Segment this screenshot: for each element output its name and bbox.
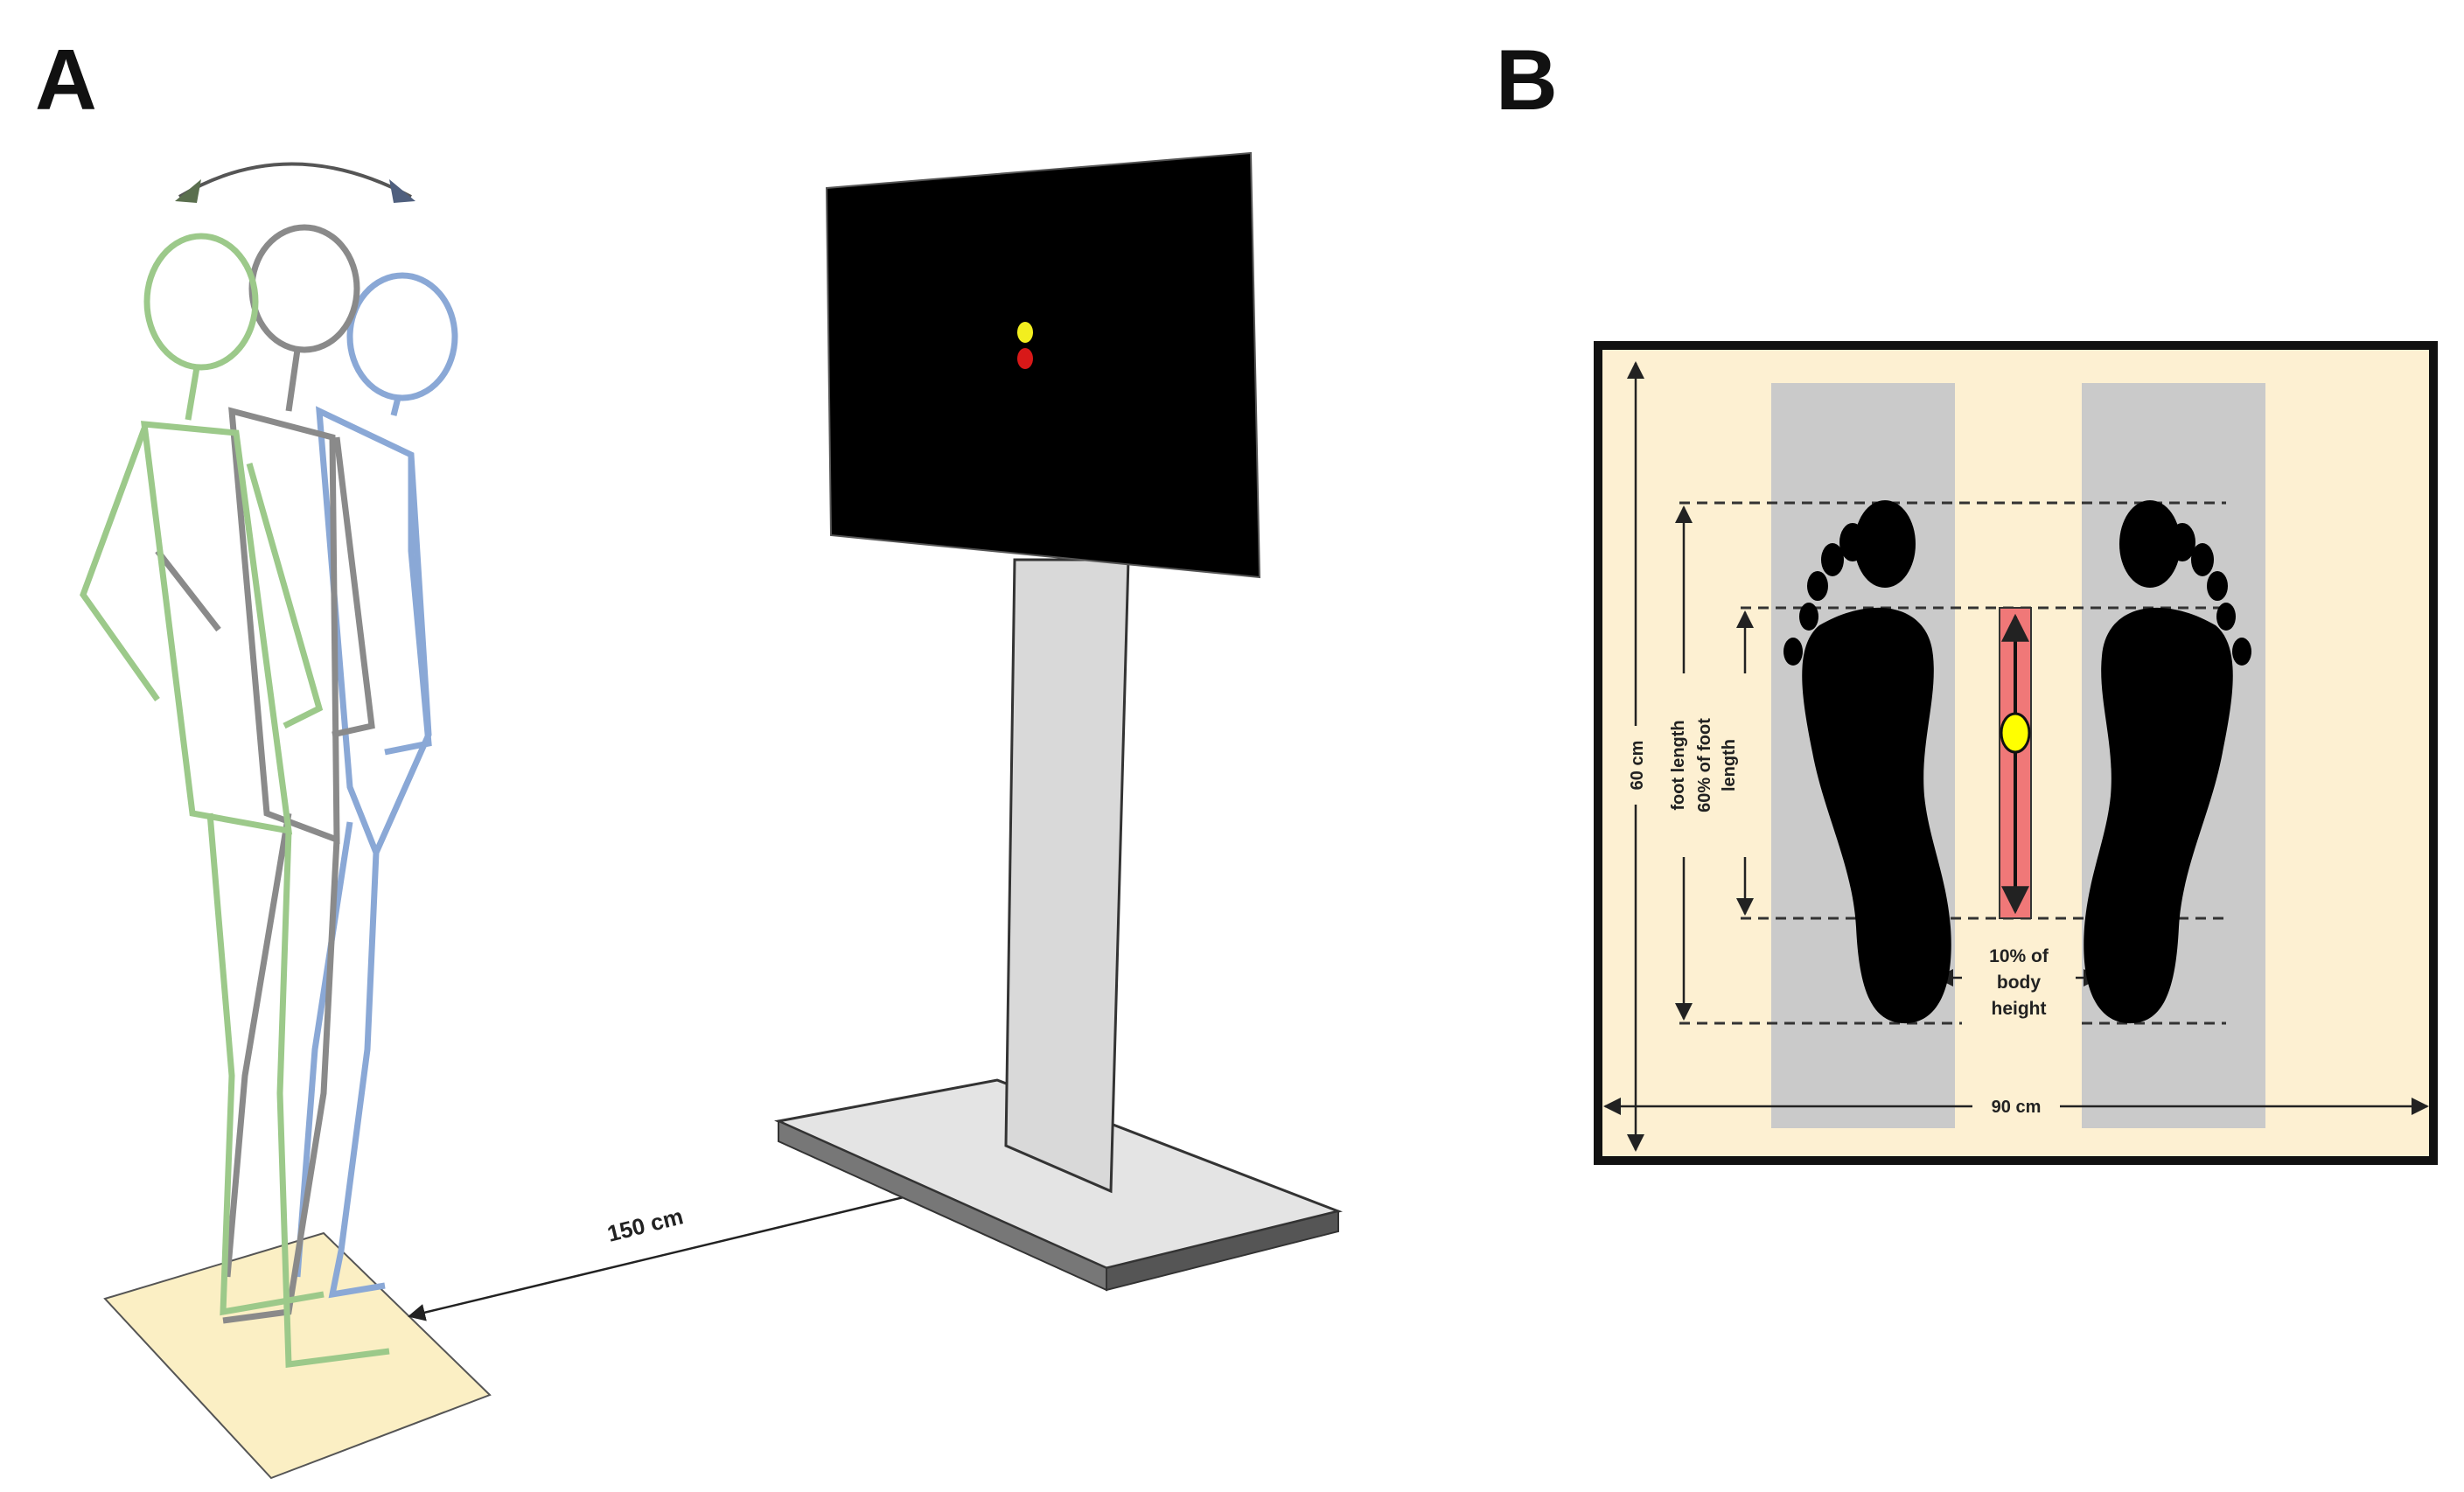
width-label: 90 cm: [1992, 1098, 2042, 1117]
stand-pole: [1004, 558, 1130, 1194]
right-footprint: [2084, 500, 2251, 1024]
foot-length-label-line-3: length: [1720, 739, 1739, 791]
floor-mat: [103, 1231, 492, 1480]
height-label: 60 cm: [1628, 741, 1647, 791]
figure-grey-stick-person: [155, 224, 375, 1324]
sway-arc: [178, 162, 412, 199]
height-label-bg: [1623, 726, 1649, 805]
target-dot-yellow: [1017, 322, 1033, 343]
stance-label-line-1: 10% of: [1989, 946, 2049, 966]
figure-green-stick-person: [80, 233, 390, 1368]
target-dot-red: [1017, 348, 1033, 369]
width-label-bg: [1972, 1089, 2060, 1124]
stance-label-line-3: height: [1992, 999, 2047, 1019]
stance-label-bg: [1962, 940, 2076, 1028]
center-of-pressure-dot: [2000, 712, 2031, 754]
sway-arrow-right-icon: [389, 179, 415, 203]
stand-base-front: [1106, 1210, 1339, 1292]
foot-length-label-bg: [1658, 673, 1754, 857]
figure-blue-stick-person: [294, 272, 458, 1299]
stance-label-line-2: body: [1997, 973, 2041, 993]
monitor-screen: [825, 151, 1261, 579]
foot-length-label-line-1: foot length: [1669, 720, 1688, 810]
panel-letter-b: B: [1496, 31, 1558, 128]
left-footprint: [1783, 500, 1951, 1024]
distance-label: 150 cm: [604, 1203, 686, 1246]
panel-letter-a: A: [35, 31, 97, 128]
sway-arrow-left-icon: [175, 179, 201, 203]
foot-length-label-line-2: 60% of foot: [1695, 718, 1714, 812]
